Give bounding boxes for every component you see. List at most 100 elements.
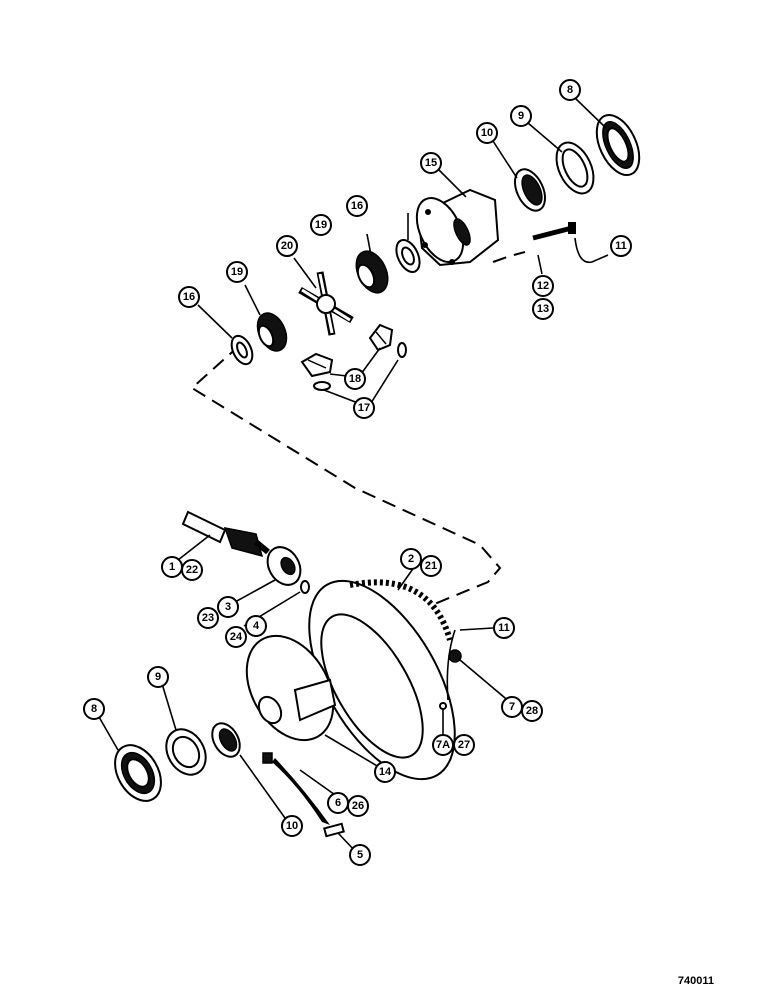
- balloon-label: 16: [351, 200, 363, 212]
- balloon-label: 18: [349, 373, 361, 385]
- balloon-label: 19: [231, 266, 243, 278]
- bearing-cup-bottom: [114, 744, 162, 802]
- case-bolt-bottom: [262, 752, 273, 764]
- balloon-11-bottom: 11: [493, 617, 515, 639]
- balloon-label: 3: [225, 601, 231, 613]
- balloon-label: 12: [537, 280, 549, 292]
- balloon-16-left: 16: [178, 286, 200, 308]
- balloon-label: 22: [186, 564, 198, 576]
- pinion-bearing: [266, 546, 302, 586]
- balloon-2: 2: [400, 548, 422, 570]
- balloon-label: 6: [335, 797, 341, 809]
- balloon-11-top: 11: [610, 235, 632, 257]
- balloon-9-bottom: 9: [147, 666, 169, 688]
- balloon-17: 17: [353, 397, 375, 419]
- bearing-cup-top: [595, 114, 641, 176]
- drive-pinion: [181, 510, 270, 558]
- bearing-cone-bottom: [211, 722, 241, 758]
- balloon-label: 27: [458, 739, 470, 751]
- balloon-1: 1: [161, 556, 183, 578]
- case-half-flange: [245, 634, 337, 742]
- balloon-9-top: 9: [510, 105, 532, 127]
- balloon-7a: 7A: [432, 734, 454, 756]
- balloon-10-bottom: 10: [281, 815, 303, 837]
- bearing-race-bottom: [165, 728, 207, 776]
- balloon-5: 5: [349, 844, 371, 866]
- balloon-label: 8: [567, 84, 573, 96]
- pinion-washer-b: [397, 342, 407, 358]
- balloon-24: 24: [225, 626, 247, 648]
- balloon-3: 3: [217, 596, 239, 618]
- balloon-label: 9: [518, 110, 524, 122]
- carrier-dashed-link: [492, 251, 526, 263]
- balloon-label: 1: [169, 561, 175, 573]
- balloon-label: 16: [183, 291, 195, 303]
- balloon-label: 14: [379, 766, 392, 778]
- ring-gear-nut: [448, 649, 462, 663]
- pinion-gear-b: [368, 323, 394, 352]
- balloon-label: 11: [498, 622, 510, 634]
- balloon-label: 10: [481, 127, 493, 139]
- balloon-18: 18: [344, 368, 366, 390]
- balloon-8-bottom: 8: [83, 698, 105, 720]
- assembly-dashed-path: [190, 344, 502, 606]
- balloon-21: 21: [420, 555, 442, 577]
- lock-washer: [439, 702, 447, 710]
- differential-case: [415, 188, 500, 267]
- balloon-label: 10: [286, 820, 298, 832]
- balloon-28: 28: [521, 700, 543, 722]
- balloon-22: 22: [181, 559, 203, 581]
- side-gear-mid: [355, 250, 389, 294]
- balloon-19-mid: 19: [310, 214, 332, 236]
- snap-ring: [300, 580, 310, 594]
- balloon-label: 28: [526, 705, 538, 717]
- thrust-washer-left: [230, 334, 254, 366]
- balloon-14: 14: [374, 761, 396, 783]
- lock-wire-bottom: [446, 629, 456, 701]
- balloon-19-left: 19: [226, 261, 248, 283]
- pinion-washer-a: [313, 381, 331, 391]
- balloon-4: 4: [245, 615, 267, 637]
- balloon-label: 2: [408, 553, 414, 565]
- wire-lock-bottom: [272, 758, 330, 825]
- balloon-6: 6: [327, 792, 349, 814]
- bearing-cone-top: [513, 168, 547, 212]
- balloon-7: 7: [501, 696, 523, 718]
- balloon-15: 15: [420, 152, 442, 174]
- balloon-8-top: 8: [559, 79, 581, 101]
- balloon-label: 19: [315, 219, 327, 231]
- balloon-20: 20: [276, 235, 298, 257]
- balloon-label: 7: [509, 701, 515, 713]
- dowel-pin: [323, 822, 345, 838]
- balloon-16-mid: 16: [346, 195, 368, 217]
- balloon-label: 13: [537, 303, 549, 315]
- balloon-label: 26: [352, 800, 364, 812]
- balloon-label: 24: [230, 631, 243, 643]
- side-gear-left: [256, 312, 288, 352]
- balloon-12: 12: [532, 275, 554, 297]
- balloon-label: 15: [425, 157, 437, 169]
- balloon-label: 20: [281, 240, 293, 252]
- balloon-27: 27: [453, 734, 475, 756]
- pinion-gear-a: [300, 352, 334, 378]
- balloon-10-top: 10: [476, 122, 498, 144]
- ring-gear: [308, 579, 456, 781]
- lock-wire-top: [574, 237, 609, 264]
- balloon-label: 7A: [436, 739, 450, 751]
- balloon-26: 26: [347, 795, 369, 817]
- bearing-race-top: [555, 141, 595, 195]
- balloon-label: 8: [91, 703, 97, 715]
- balloon-23: 23: [197, 607, 219, 629]
- balloon-13: 13: [532, 298, 554, 320]
- thrust-washer-mid: [395, 239, 421, 273]
- balloon-label: 9: [155, 671, 161, 683]
- differential-spider: [298, 271, 354, 336]
- balloon-label: 11: [615, 240, 627, 252]
- case-bolt: [532, 222, 576, 241]
- balloon-label: 4: [253, 620, 260, 632]
- balloon-label: 17: [358, 402, 370, 414]
- catalog-number: 740011: [677, 975, 714, 987]
- balloon-label: 21: [425, 560, 437, 572]
- balloon-label: 5: [357, 849, 363, 861]
